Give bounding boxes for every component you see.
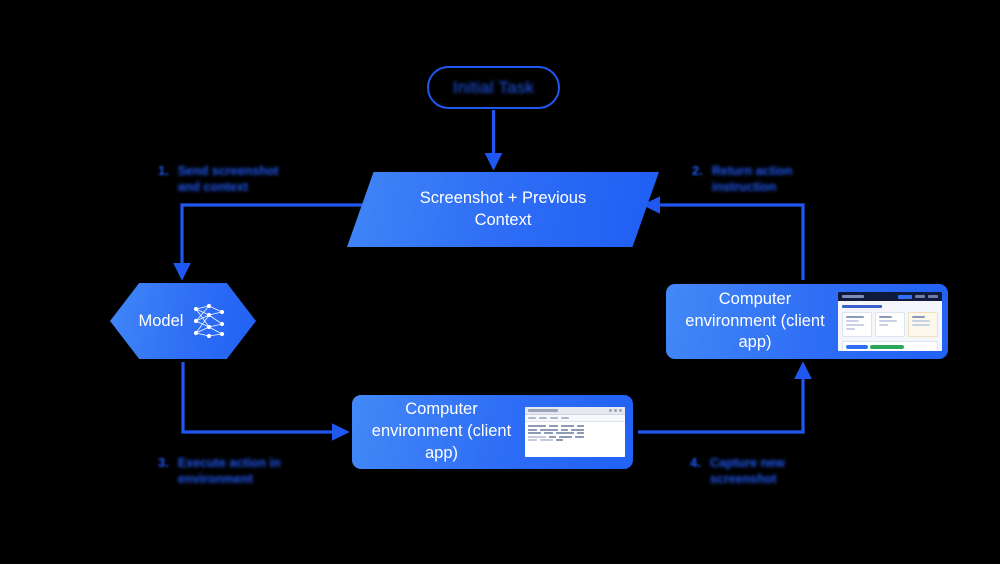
thumb-nav-actions <box>898 294 938 299</box>
thumb-progress-green <box>870 345 904 349</box>
thumb-page-title <box>842 305 882 308</box>
neural-network-icon <box>191 301 227 341</box>
computer-environment-right-node[interactable]: Computer environment (client app) <box>666 284 948 359</box>
step-3-text: Execute action in environment <box>177 456 281 487</box>
thumb-table-row <box>528 425 622 427</box>
thumb-navbar <box>838 292 942 301</box>
thumb-progress-blue <box>846 345 868 349</box>
thumb-table-row <box>528 428 622 431</box>
thumb-primary-button <box>898 294 912 299</box>
step-4-number: 4. <box>690 455 701 470</box>
step-3-number: 3. <box>158 455 169 470</box>
step-3: 3. Execute action in environment <box>158 455 298 488</box>
thumb-window-table <box>525 422 625 457</box>
screenshot-context-node[interactable]: Screenshot + Previous Context <box>347 172 659 247</box>
thumb-table-row <box>528 435 622 438</box>
thumb-nav-link <box>928 295 938 298</box>
wire-context-to-model <box>173 203 371 281</box>
thumb-card-row <box>842 312 938 337</box>
screenshot-context-label: Screenshot + Previous Context <box>419 188 587 229</box>
thumb-progress-row <box>842 341 938 351</box>
thumb-table-row <box>528 432 622 434</box>
thumb-window-controls <box>609 409 622 412</box>
step-2: 2. Return action instruction <box>692 163 832 196</box>
thumb-body <box>838 301 942 351</box>
step-2-number: 2. <box>692 163 703 178</box>
wire-env-right-to-context <box>642 196 805 280</box>
thumb-brand <box>842 295 864 298</box>
step-4: 4. Capture new screenshot <box>690 455 830 488</box>
computer-environment-bottom-node[interactable]: Computer environment (client app) <box>352 395 633 469</box>
thumb-table-row <box>528 439 622 441</box>
thumb-nav-link <box>915 295 925 298</box>
model-label: Model <box>138 311 184 330</box>
step-4-text: Capture new screenshot <box>709 456 785 487</box>
step-1: 1. Send screenshot and context <box>158 163 298 196</box>
thumb-card <box>908 312 938 337</box>
step-1-text: Send screenshot and context <box>177 164 279 195</box>
initial-task-node[interactable]: Initial Task <box>427 66 560 109</box>
model-node[interactable]: Model <box>110 283 256 359</box>
step-2-text: Return action instruction <box>711 164 793 195</box>
wire-env-bottom-to-env-right <box>638 361 812 434</box>
initial-task-label: Initial Task <box>452 77 535 97</box>
computer-environment-bottom-label: Computer environment (client app) <box>371 400 512 462</box>
thumb-window-titlebar <box>525 407 625 415</box>
thumb-card <box>842 312 872 337</box>
computer-environment-right-label: Computer environment (client app) <box>685 289 825 352</box>
wire-model-to-env-bottom <box>181 362 350 441</box>
thumb-window-menubar <box>525 415 625 422</box>
step-1-number: 1. <box>158 163 169 178</box>
web-dashboard-thumbnail <box>838 292 942 351</box>
thumb-card <box>875 312 905 337</box>
desktop-window-thumbnail <box>525 407 625 457</box>
thumb-window-title <box>528 409 558 412</box>
